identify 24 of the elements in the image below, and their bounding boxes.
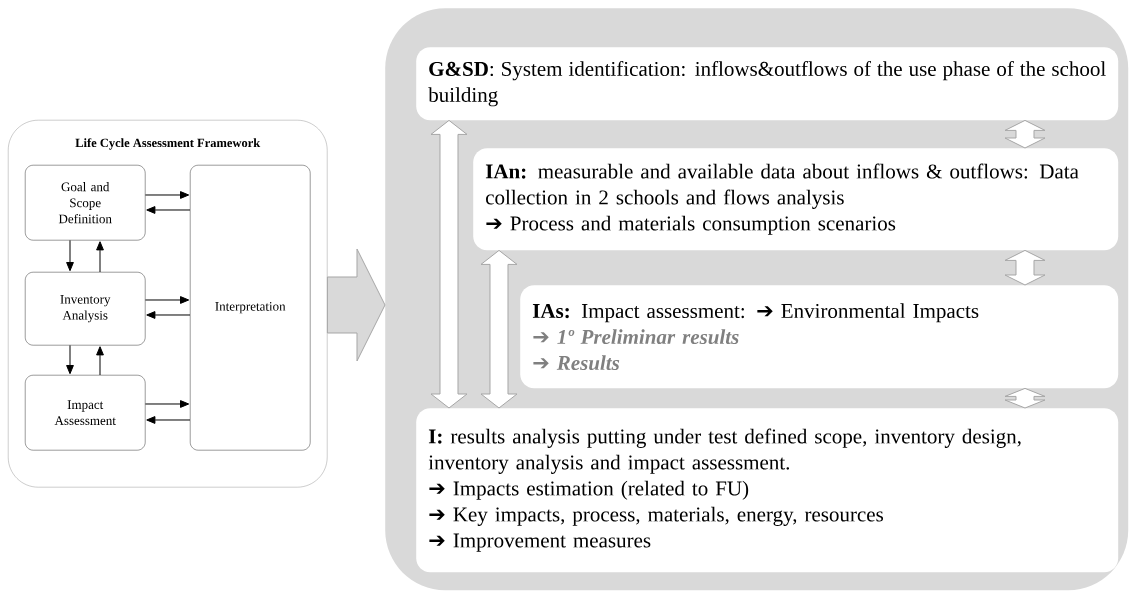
arrow bbox=[146, 206, 191, 214]
arrow bbox=[144, 191, 190, 199]
arrow bbox=[96, 346, 104, 376]
arrow bbox=[146, 311, 191, 319]
arrow bbox=[144, 296, 190, 304]
process-box: Interpretation bbox=[190, 165, 311, 451]
block-arrow bbox=[1004, 119, 1046, 149]
block-arrow bbox=[430, 119, 468, 409]
process-box: Impact Assessment bbox=[25, 375, 146, 451]
arrow bbox=[144, 400, 190, 408]
block-arrow bbox=[480, 249, 518, 409]
block-arrow bbox=[1004, 387, 1046, 409]
process-box: Inventory Analysis bbox=[25, 272, 146, 346]
block-arrow bbox=[326, 248, 386, 362]
text-box: IAn: measurable and available data about inflows & outflows: Data collection in 2 schools and flows analysis ➔ Process and materials consumption scenarios bbox=[473, 148, 1119, 251]
text-box: G&SD: System identification: inflows&outflows of the use phase of the school building bbox=[416, 47, 1119, 121]
block-arrow bbox=[1004, 249, 1046, 286]
arrow bbox=[66, 239, 74, 272]
arrow bbox=[146, 416, 191, 424]
arrow bbox=[66, 344, 74, 375]
text-box: I: results analysis putting under test defined scope, inventory design, inventory analysis and impact assessment. ➔ Impacts estimation (related to FU) ➔ Key impacts, process, materials, energy, resources ➔ Improvement measures bbox=[416, 408, 1119, 573]
text-box: IAs: Impact assessment: ➔ Environmental Impacts ➔ 1º Preliminar results ➔ Results bbox=[520, 285, 1119, 389]
arrow bbox=[96, 241, 104, 273]
process-box: Goal and Scope Definition bbox=[25, 165, 146, 241]
